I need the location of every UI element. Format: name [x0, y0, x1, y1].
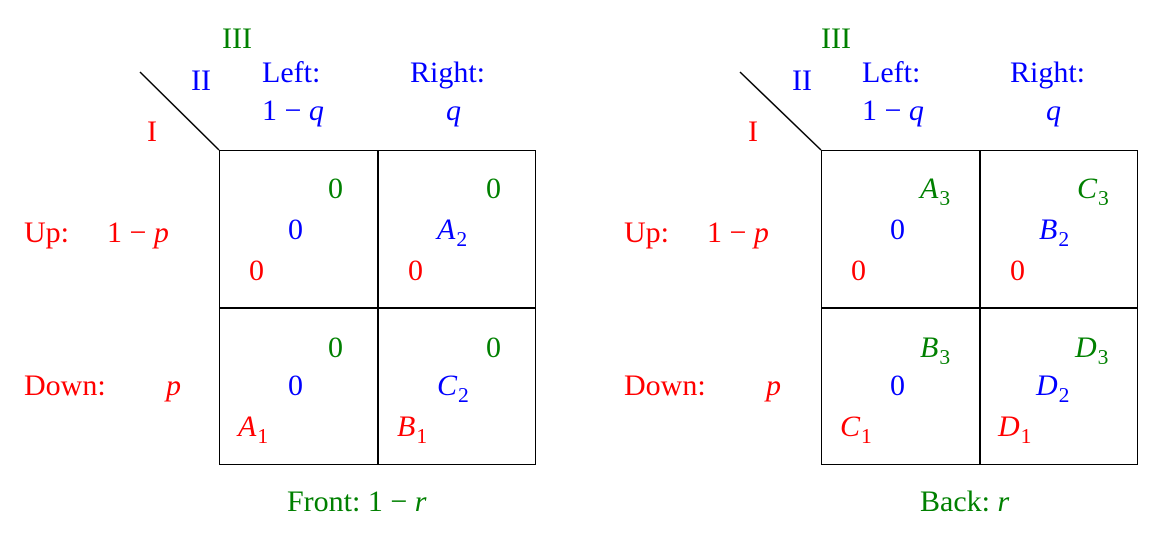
payoff-p2: D2: [1036, 369, 1070, 407]
payoff-p3: 0: [328, 331, 343, 364]
column-right-prob: q: [1046, 94, 1061, 127]
row-down-prob: p: [166, 369, 181, 402]
payoff-p1: 0: [249, 254, 264, 287]
row-down-label: Down:: [24, 369, 106, 402]
payoff-p2: 0: [890, 213, 905, 246]
player-three-label: III: [222, 22, 252, 55]
payoff-p3: C3: [1077, 172, 1109, 210]
payoff-p3: D3: [1075, 331, 1109, 369]
payoff-p3: 0: [486, 331, 501, 364]
row-up-label: Up:: [624, 216, 669, 249]
row-down-prob: p: [766, 369, 781, 402]
payoff-p1: 0: [1010, 254, 1025, 287]
payoff-p3: 0: [328, 172, 343, 205]
front-caption-label: Front:: [287, 485, 361, 518]
back-corner-diagonal: [739, 71, 822, 151]
column-left-prob: 1 − q: [262, 94, 324, 127]
back-caption: Back: r: [920, 487, 1009, 517]
column-right-prob: q: [446, 94, 461, 127]
front-corner-diagonal: [139, 71, 220, 151]
row-up-label: Up:: [24, 216, 69, 249]
column-right-label: Right:: [1010, 56, 1086, 89]
back-caption-prob: r: [997, 485, 1010, 518]
payoff-p1: 0: [851, 254, 866, 287]
column-left-label: Left:: [262, 56, 321, 89]
payoff-p1: A1: [238, 410, 269, 448]
payoff-p1: C1: [840, 410, 872, 448]
player-two-label: II: [191, 64, 211, 97]
back-caption-label: Back:: [920, 485, 990, 518]
payoff-p2: 0: [288, 369, 303, 402]
column-left-prob: 1 − q: [862, 94, 924, 127]
payoff-p1: B1: [397, 410, 428, 448]
row-down-label: Down:: [624, 369, 706, 402]
player-two-label: II: [792, 64, 812, 97]
payoff-p2: C2: [437, 369, 469, 407]
payoff-p3: 0: [486, 172, 501, 205]
payoff-p2: B2: [1039, 213, 1070, 251]
payoff-p2: A2: [437, 213, 468, 251]
payoff-p2: 0: [890, 369, 905, 402]
row-up-prob: 1 − p: [707, 216, 769, 249]
column-right-label: Right:: [410, 56, 486, 89]
column-left-label: Left:: [862, 56, 921, 89]
payoff-p1: 0: [408, 254, 423, 287]
front-grid-horizontal-divider: [219, 307, 536, 309]
row-up-prob: 1 − p: [107, 216, 169, 249]
payoff-p1: D1: [998, 410, 1032, 448]
front-caption: Front: 1 − r: [287, 485, 427, 518]
payoff-p2: 0: [288, 213, 303, 246]
payoff-p3: A3: [920, 172, 951, 210]
player-three-label: III: [821, 22, 851, 55]
back-grid-horizontal-divider: [821, 307, 1138, 309]
player-one-label: I: [147, 115, 157, 148]
player-one-label: I: [748, 115, 758, 148]
payoff-p3: B3: [920, 331, 951, 369]
